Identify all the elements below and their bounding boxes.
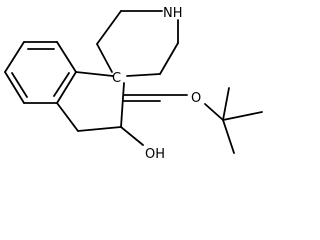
aromatic-double-bond: [53, 72, 70, 97]
cyclopentane-ring: [56, 71, 125, 132]
aromatic-double-bond: [11, 72, 28, 98]
atom-label-nh: NH: [163, 6, 183, 21]
atom-label-spiro-carbon: C: [112, 71, 121, 86]
bond: [96, 43, 113, 73]
bond: [4, 71, 25, 104]
bond: [222, 119, 235, 154]
bond: [56, 71, 77, 104]
bond: [120, 126, 144, 146]
bond: [77, 126, 122, 132]
carboxyl-fragment: [120, 94, 224, 146]
bond: [204, 103, 224, 121]
bond: [56, 102, 79, 132]
bond: [96, 10, 122, 45]
bond: [126, 73, 161, 77]
bond: [4, 41, 25, 73]
bond: [75, 71, 114, 77]
piperidine-ring: [96, 10, 179, 77]
bond: [120, 82, 125, 128]
bond: [222, 111, 263, 121]
benzene-ring: [4, 41, 77, 104]
bond: [159, 42, 179, 75]
molecule-structure: NH C O OH: [4, 6, 263, 162]
atom-label-ester-oxygen: O: [191, 91, 201, 106]
bond: [222, 87, 230, 121]
bond: [56, 41, 77, 73]
atom-label-hydroxyl: OH: [145, 147, 165, 162]
tert-butyl-group: [222, 87, 263, 154]
